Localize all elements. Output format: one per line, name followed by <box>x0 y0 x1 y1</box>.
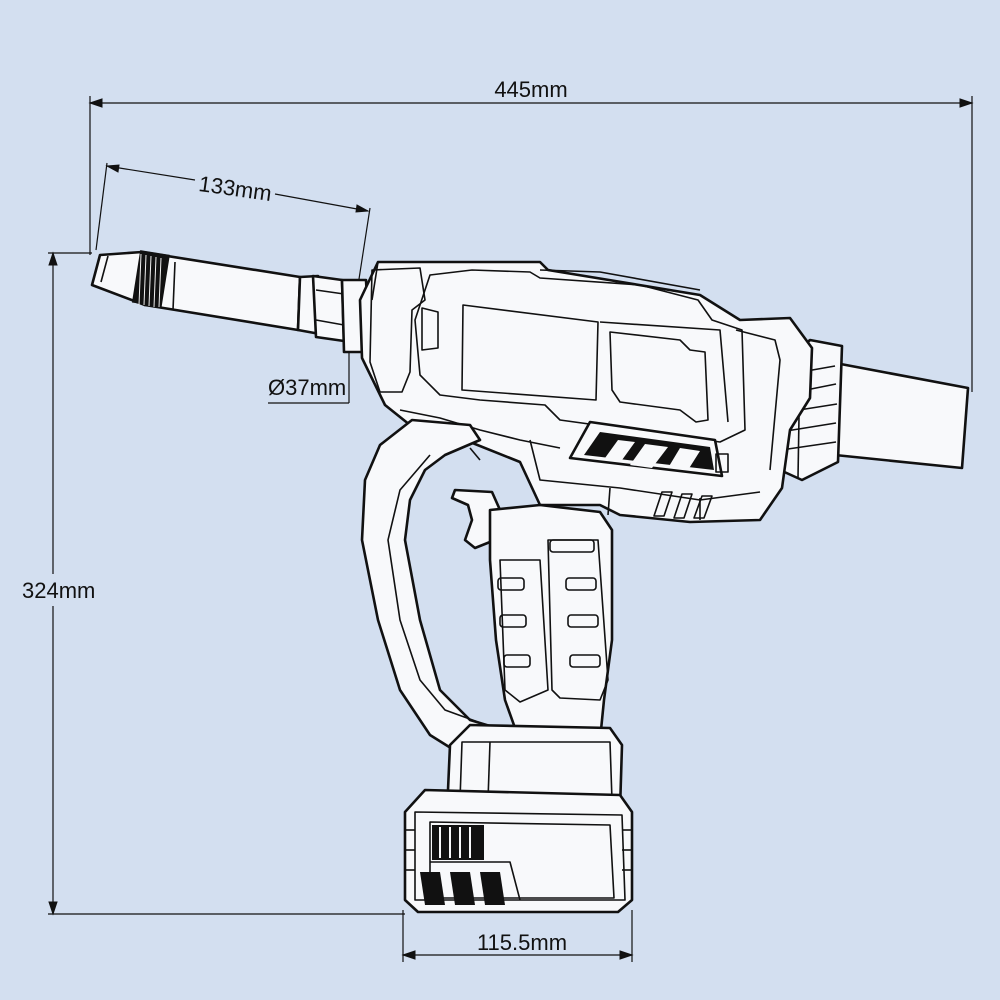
label-barrel-diameter: Ø37mm <box>268 375 346 400</box>
label-battery-width: 115.5mm <box>477 930 567 955</box>
label-overall-height: 324mm <box>22 578 95 603</box>
grip <box>488 503 614 744</box>
label-nozzle-length: 133mm <box>197 171 273 206</box>
side-vents <box>653 491 713 519</box>
main-housing <box>358 260 814 524</box>
battery-pack <box>403 788 634 914</box>
dimension-nozzle-length: 133mm <box>95 162 371 293</box>
nozzle <box>90 250 372 354</box>
dimension-overall-height: 324mm <box>20 251 405 916</box>
trigger <box>450 488 502 550</box>
label-overall-length: 445mm <box>494 77 567 102</box>
logo-window <box>568 420 729 478</box>
rear-tube <box>828 360 970 470</box>
dimension-overall-length: 445mm <box>88 77 974 392</box>
dimension-battery-width: 115.5mm <box>401 910 634 962</box>
